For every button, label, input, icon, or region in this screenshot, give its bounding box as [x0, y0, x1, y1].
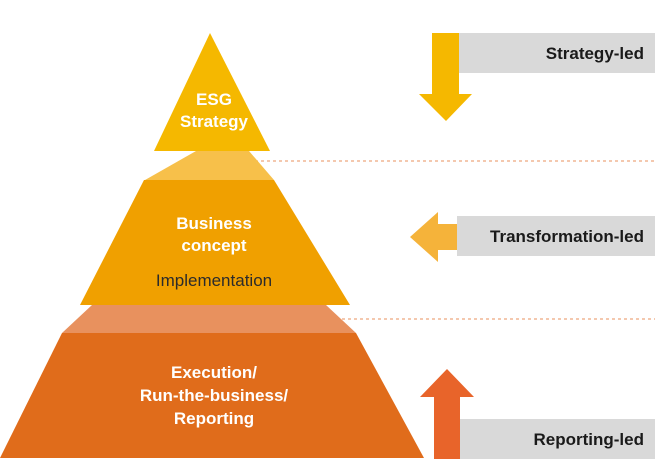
reporting-label-box	[457, 419, 655, 459]
transformation-left-arrow-icon	[410, 212, 457, 262]
bottom-tier-line3: Reporting	[174, 409, 254, 428]
top-connector	[145, 151, 274, 180]
top-tier-line2: Strategy	[180, 112, 249, 131]
strategy-down-arrow-icon	[419, 33, 472, 121]
middle-tier-line3: Implementation	[156, 271, 272, 290]
bottom-tier-line1: Execution/	[171, 363, 257, 382]
transformation-label: Transformation-led	[490, 227, 644, 246]
pyramid-bottom-tier	[0, 333, 424, 458]
bottom-tier-line2: Run-the-business/	[140, 386, 289, 405]
strategy-label: Strategy-led	[546, 44, 644, 63]
top-tier-line1: ESG	[196, 90, 232, 109]
middle-tier-line1: Business	[176, 214, 252, 233]
reporting-up-arrow-icon	[420, 369, 474, 459]
pyramid-middle-tier	[80, 180, 350, 305]
middle-tier-line2: concept	[181, 236, 247, 255]
strategy-label-box	[457, 33, 655, 73]
reporting-label: Reporting-led	[534, 430, 645, 449]
transformation-label-box	[457, 216, 655, 256]
pyramid-top-tier	[154, 33, 270, 151]
bottom-connector	[62, 305, 356, 333]
